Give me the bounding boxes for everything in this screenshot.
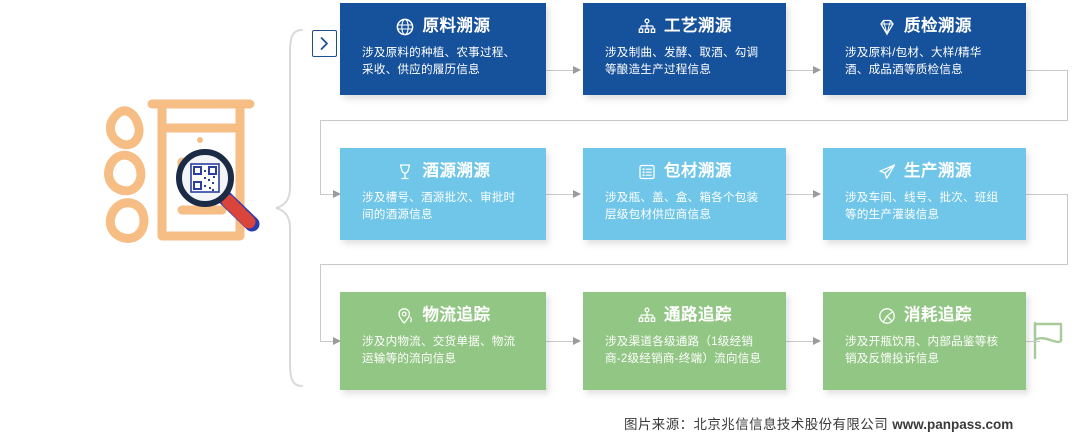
card-title: 消耗追踪 — [904, 306, 972, 325]
card-title: 质检溯源 — [904, 17, 972, 36]
card-header: 物流追踪 — [362, 306, 524, 325]
connector-b1-b2 — [546, 194, 576, 195]
wine-glass-icon — [396, 162, 415, 181]
card-liquor-source-trace[interactable]: 酒源溯源 涉及槽号、酒源批次、审批时间的酒源信息 — [340, 148, 546, 240]
wrap-b-down-left — [320, 264, 321, 341]
wrap-a-back — [320, 120, 1068, 121]
card-channel-tracking[interactable]: 通路追踪 涉及渠道各级通路（1级经销商-2级经销商-终端）流向信息 — [583, 292, 786, 390]
card-header: 消耗追踪 — [845, 306, 1004, 325]
connector-a1-a2 — [546, 70, 576, 71]
card-title: 通路追踪 — [664, 306, 732, 325]
card-header: 质检溯源 — [845, 17, 1004, 36]
card-consumption-tracking[interactable]: 消耗追踪 涉及开瓶饮用、内部品鉴等核销及反馈投诉信息 — [823, 292, 1026, 390]
card-header: 通路追踪 — [605, 306, 764, 325]
hierarchy-icon — [637, 17, 656, 36]
card-header: 生产溯源 — [845, 162, 1004, 181]
connector-c1-c2 — [546, 341, 576, 342]
connector-arrow — [573, 336, 581, 345]
wrap-b-into-c — [320, 341, 340, 342]
card-description: 涉及开瓶饮用、内部品鉴等核销及反馈投诉信息 — [845, 335, 999, 365]
card-raw-material-trace[interactable]: 原料溯源 涉及原料的种植、农事过程、采收、供应的履历信息 — [340, 3, 546, 95]
connector-c2-c3 — [786, 341, 816, 342]
source-label: 图片来源：北京兆信信息技术股份有限公司 — [624, 417, 889, 432]
card-description: 涉及槽号、酒源批次、审批时间的酒源信息 — [362, 191, 516, 221]
connector-arrow — [333, 189, 341, 198]
card-header: 包材溯源 — [605, 162, 764, 181]
wrap-a-down-left — [320, 120, 321, 194]
list-card-icon — [637, 162, 656, 181]
chevron-right-icon — [320, 37, 328, 50]
connector-arrow — [813, 336, 821, 345]
connector-arrow — [573, 189, 581, 198]
flag-end-marker — [1032, 320, 1066, 360]
connector-c3-flag — [1026, 341, 1040, 342]
wrap-a-down — [1067, 70, 1068, 120]
card-description: 涉及内物流、交货单据、物流运输等的流向信息 — [362, 335, 516, 365]
card-description: 涉及车间、线号、批次、班组等的生产灌装信息 — [845, 191, 999, 221]
card-title: 原料溯源 — [422, 17, 491, 36]
card-header: 工艺溯源 — [605, 17, 764, 36]
globe-icon — [396, 17, 415, 36]
card-header: 原料溯源 — [362, 17, 524, 36]
connector-b2-b3 — [786, 194, 816, 195]
wrap-a-into-b — [320, 194, 340, 195]
card-title: 工艺溯源 — [664, 17, 732, 36]
card-title: 酒源溯源 — [422, 162, 491, 181]
wrap-b-down — [1067, 194, 1068, 264]
paper-plane-icon — [877, 162, 896, 181]
connector-arrow — [333, 336, 341, 345]
card-description: 涉及瓶、盖、盒、箱各个包装层级包材供应商信息 — [605, 191, 759, 221]
connector-arrow — [813, 65, 821, 74]
source-footer: 图片来源：北京兆信信息技术股份有限公司 www.panpass.com — [624, 413, 1013, 433]
card-description: 涉及渠道各级通路（1级经销商-2级经销商-终端）流向信息 — [605, 335, 762, 365]
card-production-trace[interactable]: 生产溯源 涉及车间、线号、批次、班组等的生产灌装信息 — [823, 148, 1026, 240]
location-pin-icon — [396, 306, 415, 325]
expand-chevron-button[interactable] — [312, 30, 337, 57]
connector-arrow — [573, 65, 581, 74]
qr-code-icon — [190, 163, 220, 193]
target-icon — [877, 306, 896, 325]
card-title: 包材溯源 — [664, 162, 732, 181]
card-title: 物流追踪 — [422, 306, 491, 325]
card-logistics-tracking[interactable]: 物流追踪 涉及内物流、交货单据、物流运输等的流向信息 — [340, 292, 546, 390]
card-description: 涉及原料/包材、大样/精华酒、成品酒等质检信息 — [845, 46, 982, 76]
card-packaging-material-trace[interactable]: 包材溯源 涉及瓶、盖、盒、箱各个包装层级包材供应商信息 — [583, 148, 786, 240]
grouping-brace — [272, 28, 308, 388]
connector-a2-a3 — [786, 70, 816, 71]
connector-arrow — [813, 189, 821, 198]
card-header: 酒源溯源 — [362, 162, 524, 181]
card-craft-trace[interactable]: 工艺溯源 涉及制曲、发酵、取酒、勾调等酿造生产过程信息 — [583, 3, 786, 95]
card-description: 涉及制曲、发酵、取酒、勾调等酿造生产过程信息 — [605, 46, 759, 76]
wrap-b-back — [320, 264, 1068, 265]
card-description: 涉及原料的种植、农事过程、采收、供应的履历信息 — [362, 46, 516, 76]
liquor-character-with-qr-magnifier-illustration — [100, 88, 290, 256]
source-url: www.panpass.com — [892, 417, 1014, 432]
card-title: 生产溯源 — [904, 162, 972, 181]
illustration-svg — [104, 99, 260, 243]
wrap-a-right — [1026, 70, 1068, 71]
wrap-b-right — [1026, 194, 1068, 195]
hierarchy-icon — [637, 306, 656, 325]
diamond-icon — [877, 17, 896, 36]
magnifier-handle — [214, 187, 260, 232]
card-quality-inspection-trace[interactable]: 质检溯源 涉及原料/包材、大样/精华酒、成品酒等质检信息 — [823, 3, 1026, 95]
flag-icon — [1033, 321, 1063, 360]
